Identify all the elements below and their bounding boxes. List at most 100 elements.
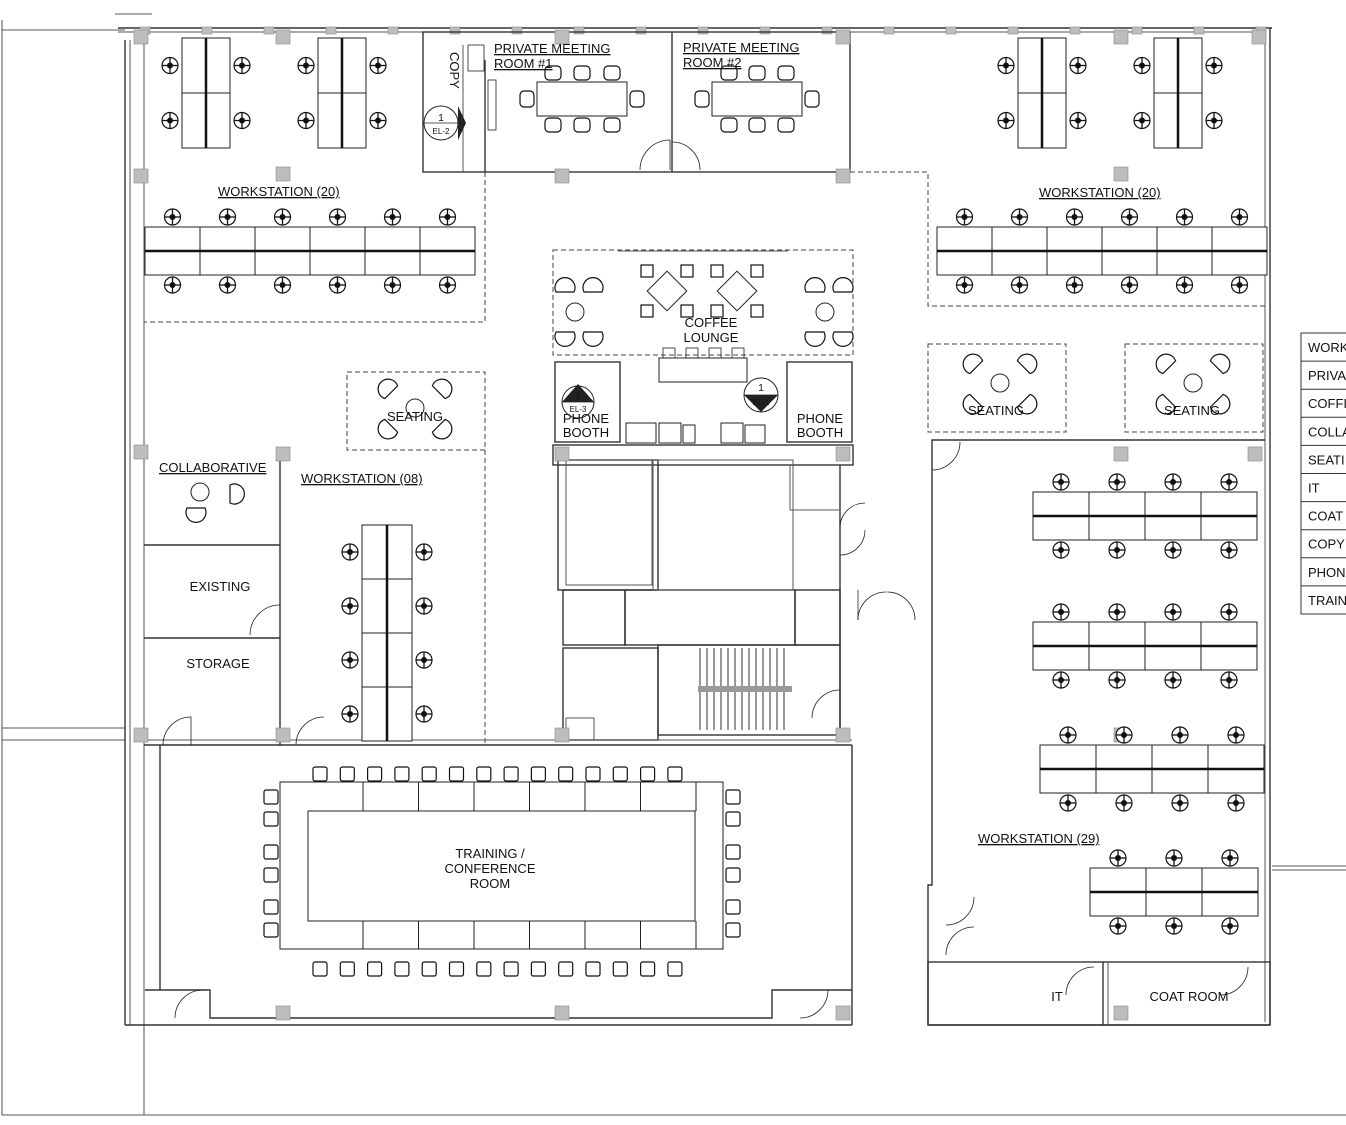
chair (1220, 541, 1238, 559)
chair (1010, 276, 1029, 294)
chair (725, 844, 741, 860)
chair (1230, 208, 1249, 226)
label-phone-booth-east-l1: PHONE (797, 411, 844, 426)
desk (1177, 92, 1203, 149)
training-table-segments (362, 782, 697, 949)
desk (181, 92, 207, 149)
lounge-chair (582, 331, 604, 347)
training-chairs (263, 766, 741, 977)
column (133, 444, 149, 460)
desk (309, 250, 366, 276)
chair (273, 208, 292, 226)
chair (573, 117, 591, 133)
lounge-chair (962, 353, 984, 375)
chair (955, 276, 974, 294)
workstation-bench (1089, 849, 1259, 935)
chair (341, 543, 359, 561)
chair (585, 766, 601, 782)
chair (1205, 111, 1223, 130)
chair (612, 766, 628, 782)
column (554, 168, 570, 184)
desk (1177, 37, 1203, 94)
legend-row-6: COAT (1308, 509, 1343, 524)
chair (341, 597, 359, 615)
column (1251, 29, 1267, 45)
chair (1115, 726, 1133, 744)
chair (503, 766, 519, 782)
lounge-chair (962, 393, 984, 415)
chair (369, 56, 387, 75)
chair (233, 111, 251, 130)
phone-booth-walls (554, 361, 853, 443)
desk (1017, 37, 1043, 94)
chair (777, 65, 795, 81)
label-coffee-lounge-l1: COFFEE (685, 315, 738, 330)
chair (415, 705, 433, 723)
desk (205, 37, 231, 94)
workstation-clusters (144, 37, 1268, 935)
column (554, 1005, 570, 1021)
round-table (190, 482, 210, 502)
column (133, 168, 149, 184)
elevation-tag-el2: 1 EL-2 (423, 105, 466, 141)
desk (1089, 867, 1147, 893)
workstation-bench (144, 208, 476, 294)
chair (1164, 541, 1182, 559)
label-private-meeting-2-l1: PRIVATE MEETING (683, 40, 800, 55)
desk (309, 226, 366, 252)
chair (667, 766, 683, 782)
desk (199, 226, 256, 252)
desk (1151, 768, 1209, 794)
chair (1059, 794, 1077, 812)
mullion (573, 26, 585, 35)
chair (273, 276, 292, 294)
chair (667, 961, 683, 977)
legend-row-9: TRAIN (1308, 593, 1346, 608)
desk (419, 226, 476, 252)
column (835, 446, 851, 462)
chair (163, 276, 182, 294)
label-workstation-ne: WORKSTATION (20) (1039, 185, 1161, 200)
label-training-l2: CONFERENCE (444, 861, 535, 876)
desk (419, 250, 476, 276)
chair (955, 208, 974, 226)
label-workstation-nw: WORKSTATION (20) (218, 184, 340, 199)
chair (558, 766, 574, 782)
column (133, 29, 149, 45)
desk (1039, 768, 1097, 794)
label-workstation-center: WORKSTATION (08) (301, 471, 423, 486)
desk (1041, 92, 1067, 149)
chair (415, 597, 433, 615)
chair (639, 961, 656, 977)
chair (1164, 671, 1182, 689)
chair (415, 651, 433, 669)
chair (339, 766, 355, 782)
chair (161, 56, 179, 75)
chair (1115, 794, 1133, 812)
lounge-chair (1155, 393, 1177, 415)
chair (476, 766, 492, 782)
desk (1156, 226, 1213, 252)
stair-landing (698, 686, 792, 692)
column (1113, 166, 1129, 182)
chair (1175, 208, 1194, 226)
label-collaborative: COLLABORATIVE (159, 460, 267, 475)
desk (364, 226, 421, 252)
chair (680, 304, 694, 318)
chair (725, 867, 741, 883)
legend-row-3: COLLA (1308, 424, 1346, 439)
round-table (990, 373, 1010, 393)
mullion (759, 26, 771, 35)
label-it: IT (1051, 989, 1063, 1004)
chair (640, 264, 654, 278)
chair (1120, 276, 1139, 294)
lounge-tables (554, 264, 854, 347)
desk (205, 92, 231, 149)
lounge-chair (582, 277, 604, 293)
chair (1052, 603, 1070, 621)
chair (1052, 671, 1070, 689)
desk (1144, 515, 1202, 541)
desk (1032, 645, 1090, 671)
elevation-tag-el3: 1 EL-3 (561, 384, 595, 419)
training-table (279, 781, 724, 950)
